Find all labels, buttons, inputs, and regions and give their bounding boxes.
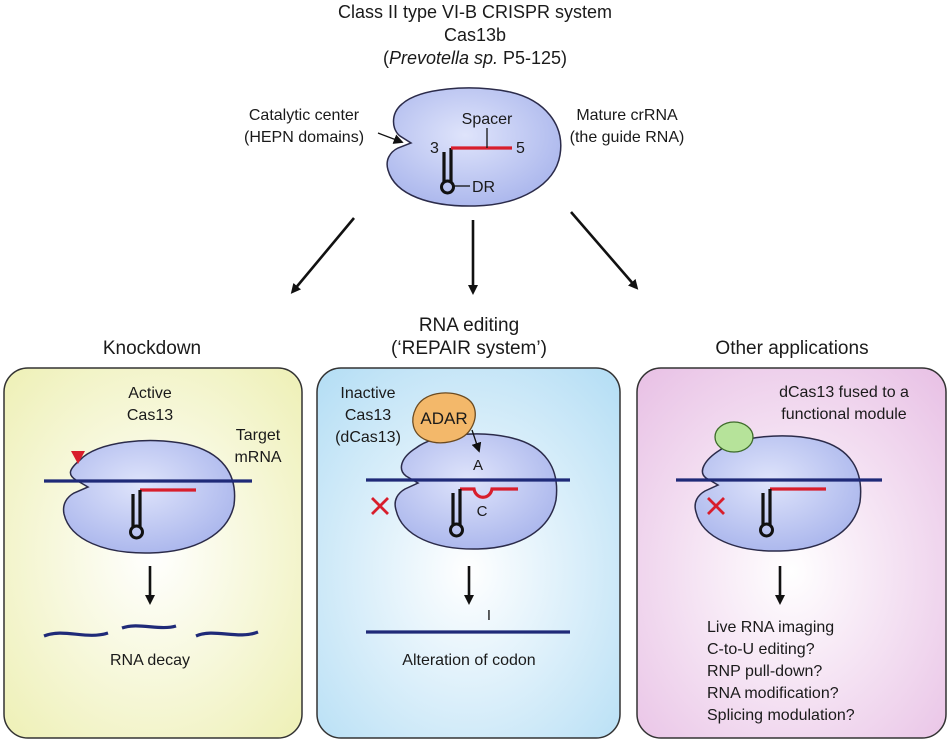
rna-fragments [43,624,259,638]
base-c: C [477,503,488,520]
top-cas13-protein: Spacer 3 5 DR [386,87,562,207]
application-item: RNP pull-down? [707,663,822,680]
result-rna-decay: RNA decay [110,652,190,669]
fused-dcas13 [676,421,882,552]
label-active: Active [128,385,172,402]
label-spacer: Spacer [462,111,513,128]
crrna-stem [451,489,462,525]
label-target: Target [236,427,281,444]
knockdown-cas13 [44,439,252,554]
rna-fragment [121,624,177,630]
application-item: RNA modification? [707,685,839,702]
base-a: A [473,457,483,474]
title-rna-editing: RNA editing [419,315,519,336]
header-protein: Cas13b [444,25,506,45]
rna-fragment [43,631,109,638]
label-target-mrna: mRNA [234,449,281,466]
crrna-loop [129,524,144,540]
title-knockdown: Knockdown [103,338,201,359]
label-functional-module: functional module [781,406,907,423]
adar-shape [412,392,476,444]
label-5-end: 5 [516,140,525,157]
cleavage-triangle [71,451,85,464]
inactive-x-mark [371,497,389,515]
editing-dcas13: A C [366,433,570,550]
header-species: (Prevotella sp. P5-125) [383,48,567,68]
label-inactive-cas13: Cas13 [345,407,391,424]
crrna-stem [442,148,453,182]
result-alteration-of-codon: Alteration of codon [402,652,535,669]
label-inactive: Inactive [340,385,395,402]
label-catalytic-center: Catalytic center [249,107,360,124]
arrow-to-knockdown [290,217,355,294]
label-guide-rna: (the guide RNA) [570,129,685,146]
crrna-loop [759,522,774,538]
label-dcas13: (dCas13) [335,429,401,446]
crrna-loop [449,522,464,538]
rna-fragment [195,630,259,638]
inactive-x-mark [707,497,725,515]
guide-rna [460,487,518,499]
title-other-applications: Other applications [715,338,868,359]
crrna-stem [131,490,142,527]
protein-body [694,435,862,552]
application-item: C-to-U editing? [707,641,815,658]
protein-body [62,439,236,554]
title-repair-system: (‘REPAIR system’) [391,338,547,359]
header-title: Class II type VI-B CRISPR system [338,2,612,22]
catalytic-pointer [377,132,404,144]
functional-module-icon [714,421,754,453]
crrna-loop [440,179,455,195]
label-dr: DR [472,179,495,196]
label-3-end: 3 [430,140,439,157]
application-item: Live RNA imaging [707,619,834,636]
base-i: I [487,607,491,624]
arrow-to-other [570,211,639,290]
panel-other-applications [636,367,947,739]
application-item: Splicing modulation? [707,707,855,724]
adar-enzyme: ADAR [412,392,482,453]
label-adar: ADAR [420,409,467,428]
label-hepn-domains: (HEPN domains) [244,129,364,146]
label-dcas13-fused: dCas13 fused to a [779,384,909,401]
label-mature-crrna: Mature crRNA [576,107,678,124]
applications-list: Live RNA imaging C-to-U editing? RNP pul… [707,619,855,724]
crrna-stem [761,489,772,525]
label-active-cas13: Cas13 [127,407,173,424]
adar-action-arrow [471,429,482,453]
